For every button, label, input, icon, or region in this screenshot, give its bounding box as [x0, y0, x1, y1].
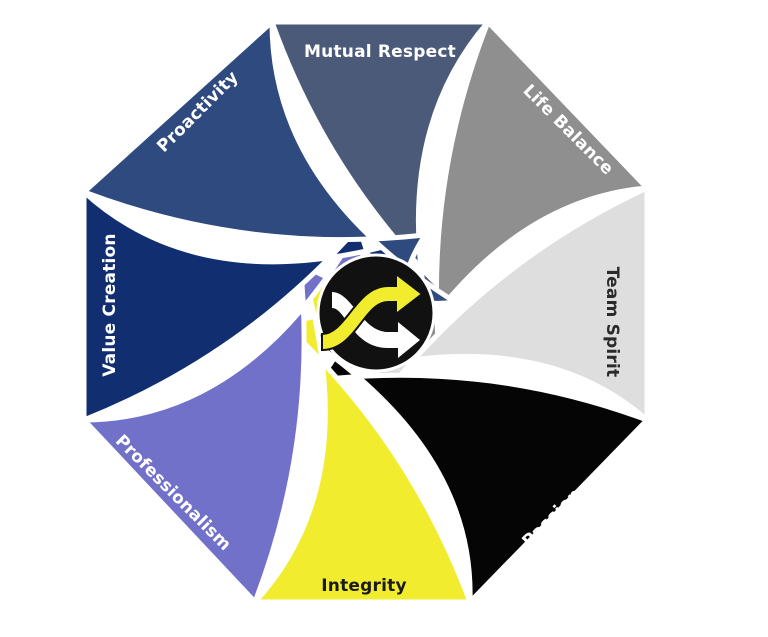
segment-value-creation-label: Value Creation: [100, 233, 120, 376]
segment-mutual-respect-label: Mutual Respect: [304, 42, 456, 62]
yellow-arrow-icon: [321, 271, 424, 352]
crossing-arrows-icon: [321, 271, 424, 358]
center-logo-circle: [316, 253, 436, 373]
segment-integrity-label: Integrity: [321, 576, 406, 596]
segment-team-spirit-label: Team Spirit: [602, 267, 622, 378]
center-logo: [316, 253, 436, 373]
segment-mutual-respect: Mutual Respect: [269, 19, 491, 368]
